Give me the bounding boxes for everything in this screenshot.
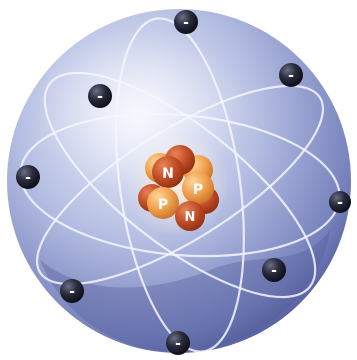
electron-8: - bbox=[166, 331, 190, 355]
electron-6: - bbox=[262, 258, 286, 282]
electron-4: - bbox=[16, 165, 40, 189]
electron-2-label: - bbox=[97, 89, 103, 105]
proton-1-label: P bbox=[193, 182, 203, 198]
neutron-2-label: N bbox=[185, 210, 196, 225]
electron-4-label: - bbox=[25, 170, 31, 186]
proton-2-label: P bbox=[158, 197, 168, 213]
electron-1: - bbox=[174, 10, 198, 34]
neutron-1-label: N bbox=[162, 166, 174, 182]
electron-2: - bbox=[88, 84, 112, 108]
electron-3-label: - bbox=[288, 68, 294, 84]
electron-7-label: - bbox=[69, 284, 75, 300]
electron-5: - bbox=[329, 191, 351, 213]
electron-5-label: - bbox=[337, 195, 343, 211]
electron-6-label: - bbox=[271, 263, 277, 279]
nucleus: N P P N bbox=[126, 133, 230, 237]
electron-3: - bbox=[279, 63, 303, 87]
electron-7: - bbox=[60, 279, 84, 303]
electron-8-label: - bbox=[175, 336, 181, 352]
electron-1-label: - bbox=[183, 15, 189, 31]
